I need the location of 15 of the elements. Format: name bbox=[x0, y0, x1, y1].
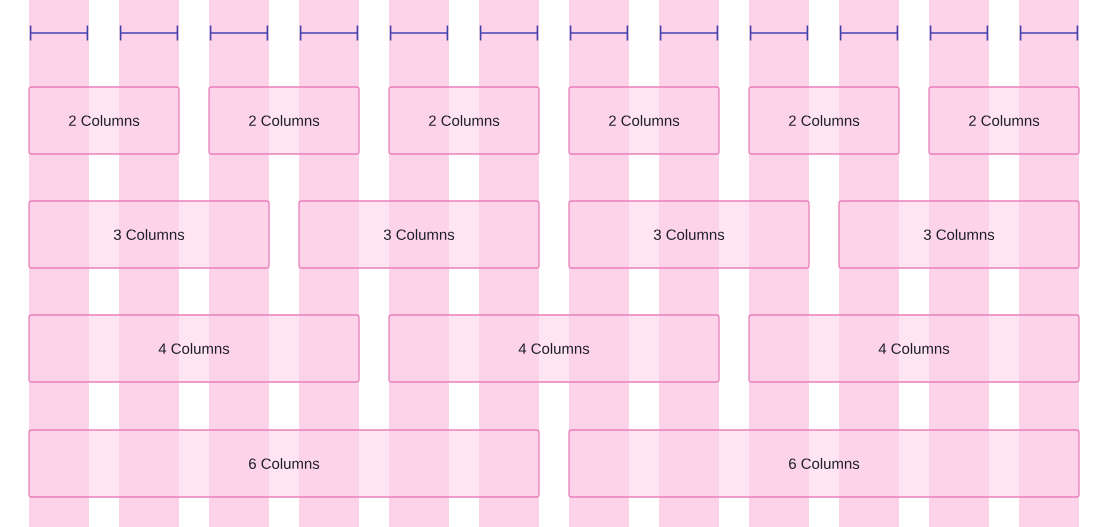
column-span-box: 3 Columns bbox=[28, 200, 270, 269]
column-span-box: 3 Columns bbox=[568, 200, 810, 269]
column-span-box: 2 Columns bbox=[568, 86, 720, 155]
column-span-box: 2 Columns bbox=[28, 86, 180, 155]
column-span-box: 2 Columns bbox=[748, 86, 900, 155]
column-span-box: 3 Columns bbox=[298, 200, 540, 269]
column-span-box: 2 Columns bbox=[388, 86, 540, 155]
column-span-box: 6 Columns bbox=[28, 429, 540, 498]
column-span-box: 3 Columns bbox=[838, 200, 1080, 269]
column-span-box: 2 Columns bbox=[928, 86, 1080, 155]
column-span-box: 6 Columns bbox=[568, 429, 1080, 498]
column-span-box: 4 Columns bbox=[748, 314, 1080, 383]
column-span-box: 2 Columns bbox=[208, 86, 360, 155]
column-span-box: 4 Columns bbox=[388, 314, 720, 383]
column-span-box: 4 Columns bbox=[28, 314, 360, 383]
